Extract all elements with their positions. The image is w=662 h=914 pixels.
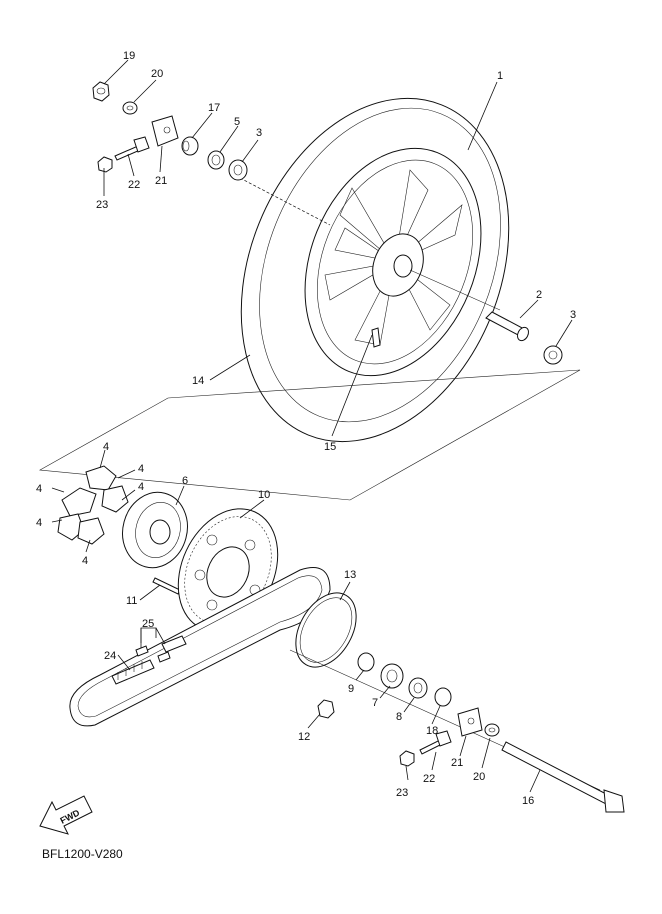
valve-stem [371, 327, 381, 348]
label-2: 2 [536, 289, 542, 301]
adjuster-plate-21-bottom [457, 707, 483, 737]
wheel-axle-16 [501, 741, 625, 813]
label-18: 18 [426, 725, 438, 737]
label-10: 10 [258, 489, 270, 501]
drive-chain [69, 567, 331, 727]
adjuster-plate-21-top [151, 115, 179, 147]
oil-seal-5 [207, 150, 225, 170]
bearing-7 [380, 663, 404, 689]
nut-23-bottom [399, 750, 415, 767]
label-19: 19 [123, 50, 135, 62]
label-24: 24 [104, 650, 116, 662]
washer-20-top [122, 101, 138, 115]
nut-19 [92, 81, 110, 102]
label-4-a: 4 [103, 441, 109, 453]
label-3-right: 3 [570, 309, 576, 321]
label-23-bottom: 23 [396, 787, 408, 799]
label-1: 1 [497, 70, 503, 82]
stud-bolt-11 [152, 577, 181, 595]
oil-seal-8 [408, 677, 428, 699]
label-6: 6 [182, 475, 188, 487]
leader-lines [51, 59, 573, 793]
wheel-spokes [324, 169, 463, 346]
label-20-bottom: 20 [473, 771, 485, 783]
label-25: 25 [142, 618, 154, 630]
collar-18 [434, 687, 452, 707]
label-14: 14 [192, 375, 204, 387]
collar-17 [181, 136, 199, 156]
label-23-top: 23 [96, 199, 108, 211]
axle-collar-2 [485, 311, 530, 342]
fwd-arrow-icon: FWD [39, 795, 93, 835]
label-15: 15 [324, 441, 336, 453]
label-16: 16 [522, 795, 534, 807]
label-4-f: 4 [82, 555, 88, 567]
label-22-top: 22 [128, 179, 140, 191]
oil-seal-3-right [543, 345, 563, 365]
label-9: 9 [348, 683, 354, 695]
label-4-d: 4 [138, 481, 144, 493]
bolt-22-bottom [419, 730, 452, 755]
label-13: 13 [344, 569, 356, 581]
label-20-top: 20 [151, 68, 163, 80]
label-21-top: 21 [155, 175, 167, 187]
label-5: 5 [234, 116, 240, 128]
diagram-code: BFL1200-V280 [42, 847, 123, 861]
label-11: 11 [126, 595, 137, 607]
label-12: 12 [298, 731, 310, 743]
label-22-bottom: 22 [423, 773, 435, 785]
label-4-c: 4 [36, 483, 42, 495]
collar-9 [357, 652, 375, 672]
label-7: 7 [372, 697, 378, 709]
washer-20-bottom [484, 723, 500, 737]
label-21-bottom: 21 [451, 757, 463, 769]
nut-23-top [97, 156, 113, 173]
label-4-b: 4 [138, 463, 144, 475]
clutch-hub-6 [122, 491, 188, 569]
label-8: 8 [396, 711, 402, 723]
chain-joint-clips-25 [135, 635, 187, 663]
hub-bore [393, 254, 413, 278]
chain-joint-24 [111, 659, 155, 685]
bearing-3-top [228, 159, 248, 181]
assembly-frame-outline [39, 369, 581, 501]
label-17: 17 [208, 102, 220, 114]
label-4-e: 4 [36, 517, 42, 529]
sprocket-guard-13 [295, 592, 357, 668]
bolt-22-top [114, 136, 150, 161]
label-3-top: 3 [256, 127, 262, 139]
damper-rubbers-4 [57, 465, 129, 545]
rear-wheel-assembly [240, 97, 510, 443]
nut-12 [317, 699, 335, 719]
